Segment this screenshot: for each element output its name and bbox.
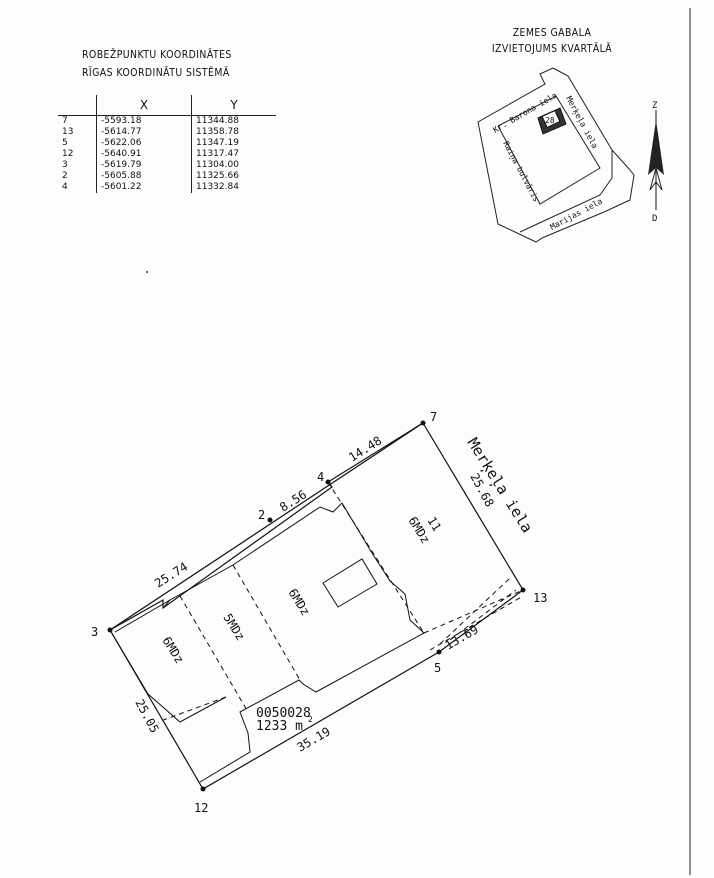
x-value: -5601.22 (96, 182, 192, 193)
building-number: 11 (424, 514, 444, 534)
point-label-3: 3 (91, 625, 98, 639)
y-value: 11332.84 (191, 182, 276, 193)
point-id: 5 (62, 138, 68, 148)
vertex-markers (107, 420, 526, 792)
inner-rect (322, 558, 378, 608)
block-outline-left (477, 67, 554, 243)
building-type: 6MDz (285, 586, 312, 618)
point-id: 13 (62, 127, 74, 137)
y-value: 11317.47 (191, 149, 276, 160)
street-label-marijas: Marijas iela (549, 197, 604, 232)
col-header-x: X (96, 95, 192, 116)
parcel-area-exponent: 2 (308, 715, 313, 724)
location-map (477, 67, 635, 243)
street-edge (519, 177, 613, 233)
x-value: -5614.77 (96, 127, 192, 138)
coords-title-line1: ROBEŽPUNKTU KOORDINĀTES (82, 48, 232, 61)
distance-2-4: 8.56 (277, 487, 309, 514)
distance-3-2: 25.74 (152, 560, 190, 591)
point-id: 2 (62, 171, 68, 181)
block-outline-bottom (541, 169, 635, 239)
building-outline (114, 599, 171, 633)
building-type: 5MDz (220, 611, 247, 643)
building-outline (341, 502, 425, 634)
stray-mark (146, 271, 148, 273)
building-outline (199, 632, 425, 783)
location-title-line2: IZVIETOJUMS KVARTĀLĀ (491, 42, 613, 55)
point-id: 7 (62, 116, 68, 126)
x-value: -5622.06 (96, 138, 192, 149)
y-value: 11325.66 (191, 171, 276, 182)
distance-4-7: 14.48 (346, 434, 384, 465)
x-value: -5593.18 (96, 115, 192, 127)
point-id: 12 (62, 149, 74, 159)
x-value: -5619.79 (96, 160, 192, 171)
boundary-north-edge (109, 422, 424, 631)
y-value: 11358.78 (191, 127, 276, 138)
point-label-5: 5 (434, 661, 441, 675)
col-header-y: Y (191, 95, 276, 116)
building-outline (109, 629, 227, 723)
building-outline (162, 502, 343, 609)
point-label-2: 2 (258, 508, 265, 522)
north-label: Z (652, 101, 658, 111)
parcel-id: 0050028 (256, 706, 311, 721)
dashed-lines (157, 481, 524, 723)
x-value: -5640.91 (96, 149, 192, 160)
point-label-7: 7 (430, 410, 437, 424)
y-value: 11347.19 (191, 138, 276, 149)
coords-title-line2: RĪGAS KOORDINĀTU SISTĒMĀ (82, 66, 230, 79)
north-arrow-icon (648, 110, 664, 210)
x-value: -5605.88 (96, 171, 192, 182)
distance-5-13: 13.69 (443, 622, 481, 652)
street-label-merkela-small: Merķeļa iela (563, 95, 599, 151)
block-outline-right (552, 67, 631, 171)
point-label-4: 4 (317, 470, 324, 484)
parcel-badge-number: 28 (545, 116, 555, 125)
parcel-area: 1233 m (256, 719, 303, 734)
quarter-outline (497, 95, 601, 205)
y-value: 11344.88 (191, 115, 276, 127)
street-label-raina: Raiņa bulvāris (500, 140, 541, 204)
building-type: 6MDz (159, 634, 186, 666)
point-label-13: 13 (533, 591, 547, 605)
south-label: D (652, 214, 657, 224)
point-label-12: 12 (194, 801, 208, 815)
point-id: 4 (62, 182, 68, 192)
y-value: 11304.00 (191, 160, 276, 171)
parcel-badge-box (541, 109, 561, 129)
point-id: 3 (62, 160, 68, 170)
location-title-line1: ZEMES GABALA (512, 26, 592, 39)
